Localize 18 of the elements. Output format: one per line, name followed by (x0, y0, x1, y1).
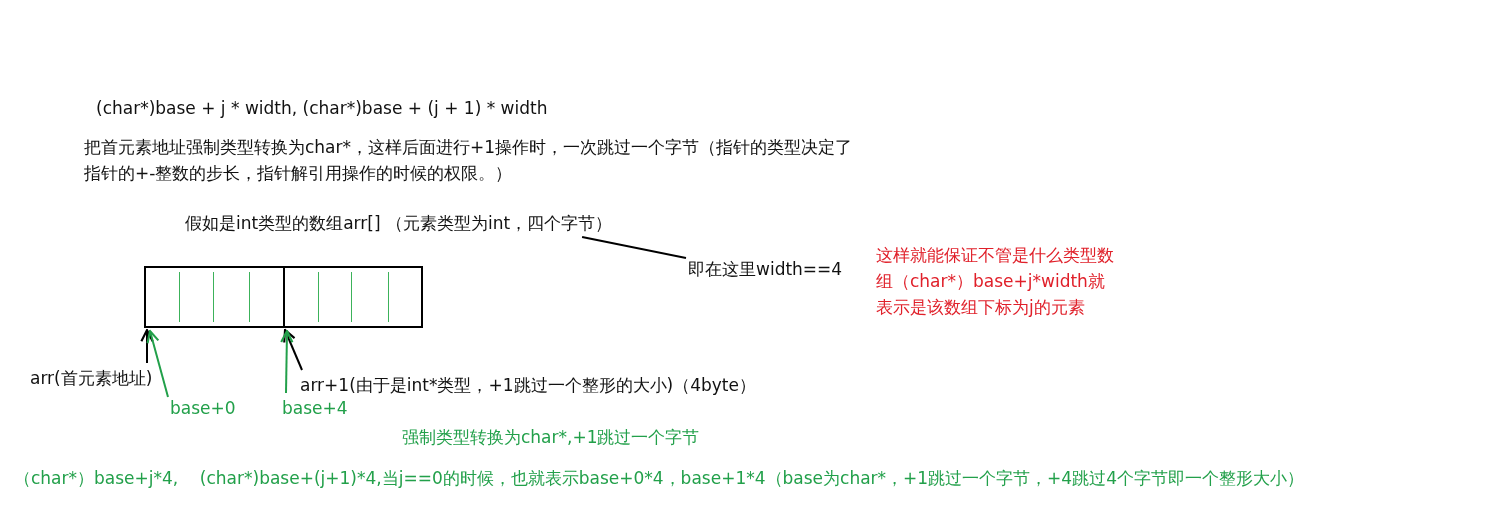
annotation-text: 假如是int类型的数组arr[] （元素类型为int，四个字节） (185, 210, 613, 236)
note-text: （char*）base+j*4, (char*)base+(j+1)*4,当j==0的时候，也就表示base+0*4，base+1*4（base为char*，+1跳过一个字节，+4跳过4个字节即一个整形大小） (14, 467, 1305, 490)
annotation-text: 即在这里width==4 (688, 256, 843, 282)
note-text: 这样就能保证不管是什么类型数组（char*）base+j*width就表示是该数组下标为j的元素 (876, 244, 1115, 319)
note-text: 强制类型转换为char*,+1跳过一个字节 (402, 426, 701, 449)
arrow (140, 328, 154, 364)
note-text: (char*)base + j * width, (char*)base + (j + 1) * width (96, 97, 549, 120)
annotation-text: arr+1(由于是int*类型，+1跳过一个整形的大小)（4byte） (300, 372, 756, 398)
note-text: 把首元素地址强制类型转换为char*，这样后面进行+1操作时，一次跳过一个字节（指针的类型决定了指针的+-整数的步长，指针解引用操作的时候的权限。） (84, 136, 854, 185)
annotation-text: base+4 (282, 395, 348, 421)
annotation-text: arr(首元素地址) (30, 365, 153, 391)
leader-line (581, 236, 687, 259)
arrow (280, 329, 294, 394)
annotation-text: base+0 (170, 395, 236, 421)
arrow (146, 329, 169, 398)
array-element-cell (283, 266, 423, 328)
array-element-cell (144, 266, 285, 328)
arrow (283, 328, 303, 371)
